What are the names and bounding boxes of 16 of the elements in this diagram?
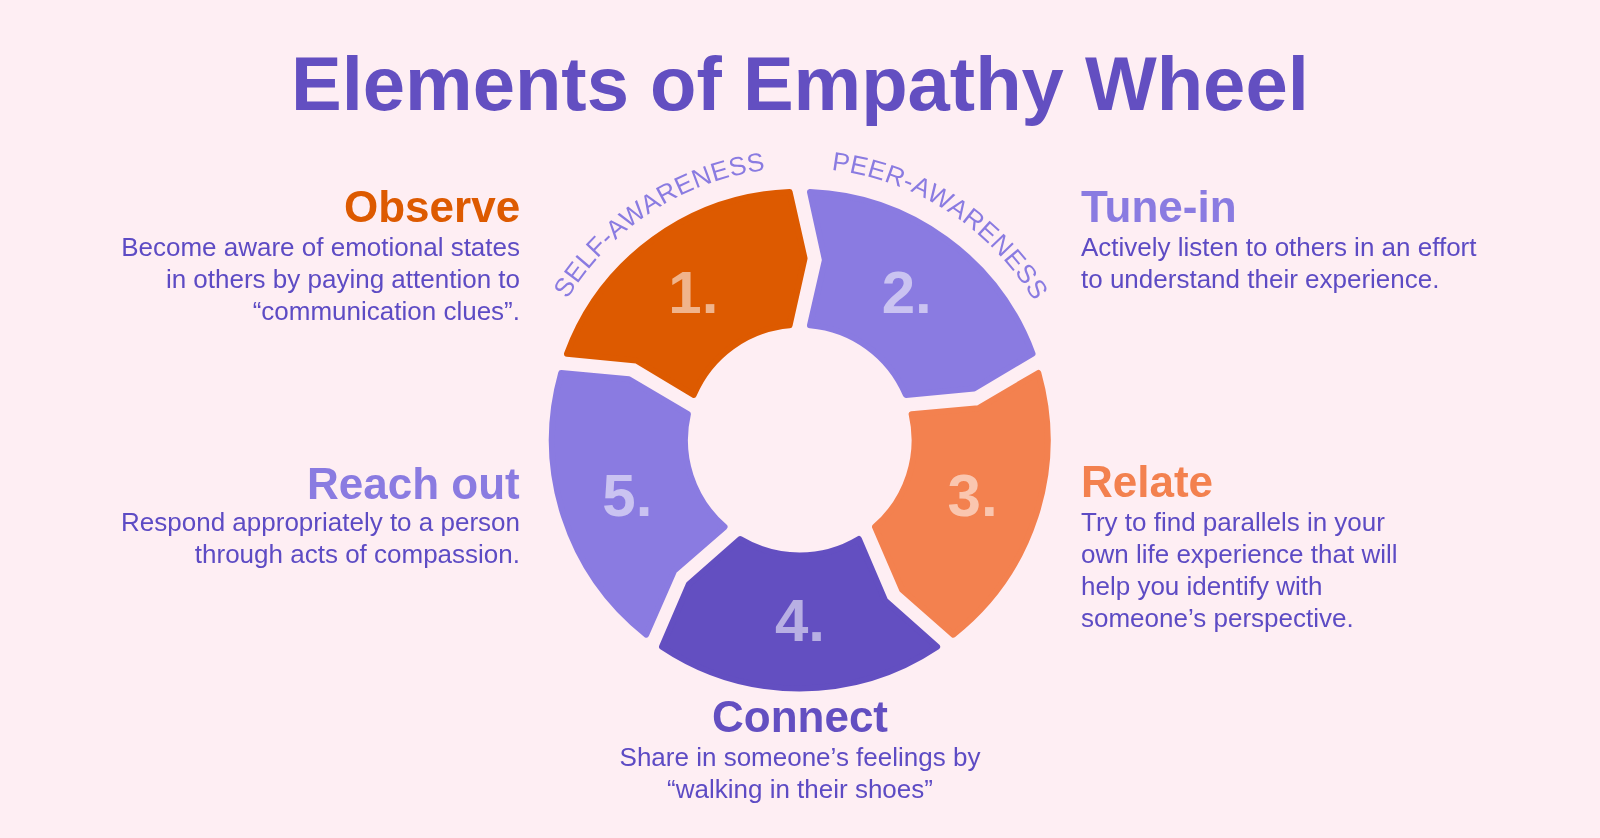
wheel-segment — [548, 368, 729, 639]
step-description: Actively listen to others in an effort to understand their experience. — [1081, 231, 1478, 295]
step-heading: Connect — [712, 693, 888, 741]
step-description: Try to find parallels in your own life experience that will help you identify with someone’s perspective. — [1081, 506, 1399, 634]
step-heading: Observe — [344, 183, 521, 231]
wheel-segment — [658, 534, 942, 692]
step-description: Respond appropriately to a person through acts of compassion. — [120, 506, 520, 570]
step-description: Become aware of emotional states in others by paying attention to “communication clues”. — [120, 231, 520, 327]
step-number: 5. — [602, 466, 653, 527]
step-heading: Reach out — [307, 460, 520, 508]
step-description: Share in someone’s feelings by “walking in their shoes” — [619, 741, 981, 805]
step-number: 3. — [947, 466, 998, 527]
step-heading: Relate — [1081, 458, 1214, 506]
step-heading: Tune-in — [1081, 183, 1237, 231]
wheel-segment — [871, 368, 1052, 639]
step-number: 4. — [774, 591, 825, 652]
